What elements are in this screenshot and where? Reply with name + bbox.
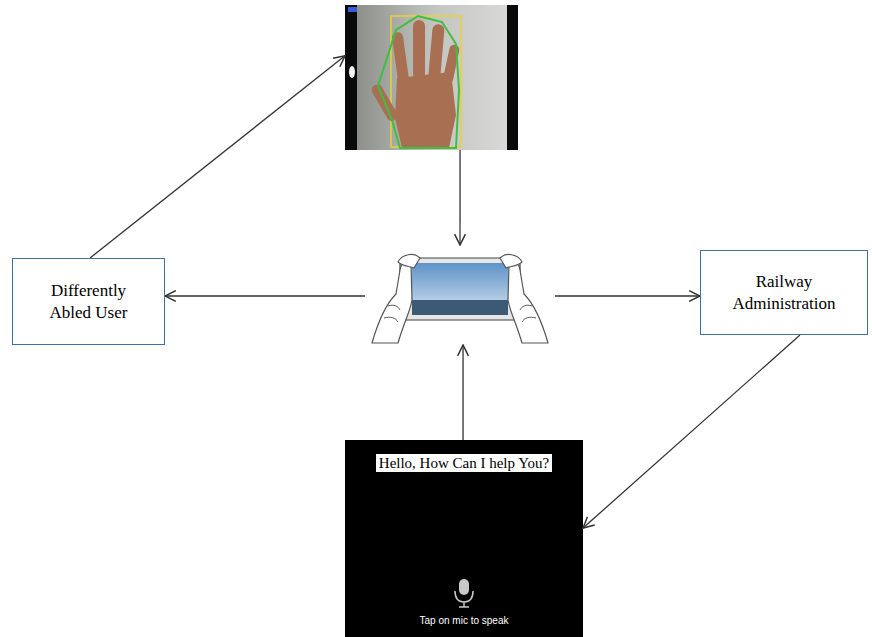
photo-wall xyxy=(357,5,507,150)
hand-detection-photo xyxy=(345,5,518,150)
hand-figure xyxy=(370,20,460,148)
voice-assistant-screen-art xyxy=(345,440,583,637)
finger-line xyxy=(520,305,532,310)
flow-arrow xyxy=(583,335,800,528)
finger xyxy=(391,32,409,85)
phone-screen-sea xyxy=(412,300,508,315)
box-label: Railway Administration xyxy=(719,271,849,314)
flow-arrow xyxy=(165,295,365,296)
flow-arrow xyxy=(462,345,463,440)
finger-line xyxy=(522,317,536,322)
actor-box: Railway Administration xyxy=(700,250,868,335)
flow-arrow xyxy=(90,56,345,258)
mic-stand xyxy=(455,591,473,602)
left-thumb xyxy=(398,255,420,268)
right-hand xyxy=(508,261,548,343)
box-label: Differently Abled User xyxy=(31,280,146,323)
assistant-prompt: Hello, How Can I help You? xyxy=(376,454,552,472)
phone-photo-node xyxy=(365,245,555,345)
mic-hint: Tap on mic to speak xyxy=(420,615,509,627)
screen-background xyxy=(345,440,583,637)
left-hand xyxy=(372,261,412,343)
mic-base xyxy=(459,606,469,608)
finger-lines xyxy=(384,305,536,322)
finger-line xyxy=(388,305,400,310)
finger-line xyxy=(384,317,398,322)
photo-marker xyxy=(348,7,357,12)
phone-body xyxy=(400,258,520,320)
mic-icon xyxy=(459,579,469,595)
voice-assistant-screen: Hello, How Can I help You? Tap on mic to … xyxy=(345,440,583,637)
flow-arrow xyxy=(459,150,460,245)
flow-arrow xyxy=(555,295,700,296)
phone-screen xyxy=(412,263,508,315)
hand-contour xyxy=(378,16,459,148)
hands-outline xyxy=(372,255,548,343)
right-thumb xyxy=(500,255,522,268)
phone-in-hands xyxy=(372,255,548,343)
photo-frame xyxy=(345,5,518,150)
finger xyxy=(428,24,445,81)
finger xyxy=(413,20,425,80)
photo-light xyxy=(349,66,355,78)
actor-box: Differently Abled User xyxy=(12,258,165,345)
hand-detection-photo-node xyxy=(345,5,518,150)
